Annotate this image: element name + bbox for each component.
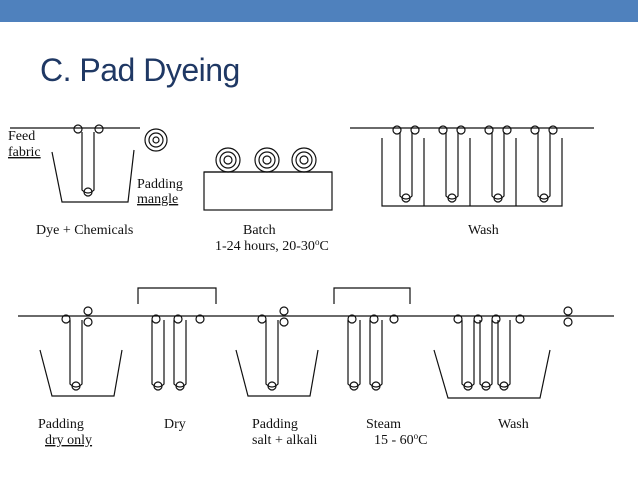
mangle-roll-core (152, 136, 160, 144)
batch-detail: 1-24 hours, 20-30oC (215, 237, 329, 254)
slide-title: C. Pad Dyeing (40, 52, 240, 88)
wash-label-bottom: Wash (498, 417, 529, 432)
batch-label: Batch (243, 223, 276, 238)
bottom-steam-stage: Steam 15 - 60oC (333, 287, 428, 448)
top-wash-stage: Wash (350, 125, 594, 238)
wash-trough-bottom (433, 349, 551, 399)
mangle-roll-inner (148, 132, 164, 148)
mangle-roll (144, 128, 168, 152)
mangle-label: mangle (137, 192, 178, 207)
batch-roll-2 (254, 147, 280, 173)
wash-loop-3 (491, 132, 505, 200)
bottom-padding-stage-1: Padding dry only (38, 306, 123, 448)
dry-label: Dry (164, 417, 186, 432)
pad-trough-2 (235, 349, 319, 397)
dye-trough (51, 149, 135, 203)
feed-label: Feed (8, 129, 35, 144)
guide-roller (73, 124, 83, 134)
wash-loop-4 (537, 132, 551, 200)
bottom-padding-stage-2: Padding salt + alkali (235, 306, 319, 448)
top-accent-bar (0, 0, 638, 22)
pad-trough-1 (39, 349, 123, 397)
padding1-detail: dry only (45, 433, 92, 448)
padding2-label: Padding (252, 417, 298, 432)
guide-roller (94, 124, 104, 134)
bottom-wash-stage: Wash (433, 306, 573, 432)
wash-tank (381, 138, 563, 207)
steamer-hood (333, 287, 411, 304)
fabric-label: fabric (8, 145, 41, 160)
steam-detail: 15 - 60oC (374, 431, 428, 448)
batch-box (203, 171, 333, 211)
padding1-label: Padding (38, 417, 84, 432)
dryer-hood (137, 287, 217, 304)
padding2-detail: salt + alkali (252, 433, 318, 448)
bottom-dry-stage: Dry (137, 287, 217, 432)
fabric-u-loop (81, 132, 95, 194)
padding-label: Padding (137, 177, 183, 192)
batch-roll-1 (215, 147, 241, 173)
wash-label-top: Wash (468, 223, 499, 238)
wash-loop-1 (399, 132, 413, 200)
batch-roll-3 (291, 147, 317, 173)
top-batch-stage: Batch 1-24 hours, 20-30oC (203, 147, 333, 254)
dye-chemicals-label: Dye + Chemicals (36, 223, 133, 238)
wash-loop-2 (445, 132, 459, 200)
immersion-roller (83, 187, 93, 197)
steam-label: Steam (366, 417, 401, 432)
top-padding-stage: Feed fabric Padding mangle Dye + Chemica… (8, 124, 183, 238)
